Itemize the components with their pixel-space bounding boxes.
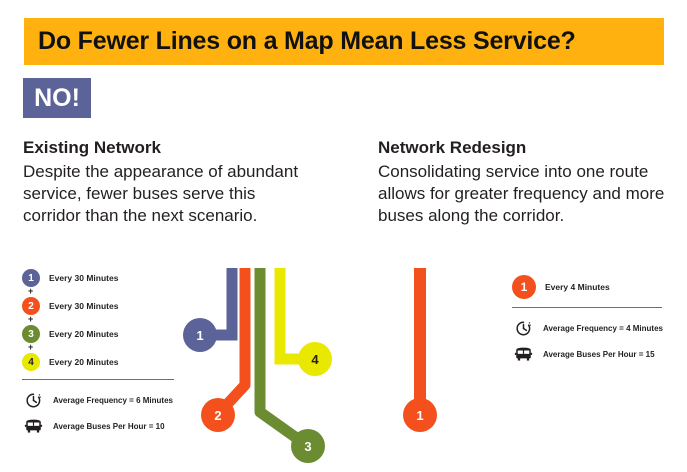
right-column-heading: Network Redesign — [378, 138, 527, 157]
legend-label-frequency-redesign: Average Frequency = 4 Minutes — [543, 323, 663, 333]
route-terminus-label-4: 4 — [311, 352, 319, 367]
header-banner: Do Fewer Lines on a Map Mean Less Servic… — [24, 18, 664, 65]
left-column-body: Despite the appearance of abundant servi… — [23, 162, 299, 225]
legend-summary-buses-redesign: Average Buses Per Hour = 15 — [512, 341, 672, 367]
legend-divider-redesign — [512, 307, 662, 308]
route-terminus-label-1-redesign: 1 — [416, 408, 423, 423]
existing-network-diagram: 4 3 2 1 — [180, 252, 360, 472]
legend-label-route-3: Every 20 Minutes — [49, 329, 119, 339]
route-badge-3: 3 — [22, 325, 40, 343]
plus-separator-3: + — [28, 342, 34, 352]
legend-existing-network: 1 Every 30 Minutes + 2 Every 30 Minutes … — [22, 268, 197, 439]
answer-badge: NO! — [23, 78, 91, 118]
route-line-4: 4 — [274, 268, 332, 376]
legend-summary-frequency: Average Frequency = 6 Minutes — [22, 387, 197, 413]
legend-label-frequency: Average Frequency = 6 Minutes — [53, 395, 173, 405]
page-title: Do Fewer Lines on a Map Mean Less Servic… — [38, 27, 576, 55]
legend-item-route-3: 3 Every 20 Minutes — [22, 324, 197, 344]
clock-icon — [22, 390, 44, 410]
route-terminus-label-2: 2 — [214, 408, 221, 423]
legend-item-route-1-redesign: 1 Every 4 Minutes — [512, 274, 672, 300]
plus-separator-2: + — [28, 314, 34, 324]
legend-divider — [22, 379, 174, 380]
bus-icon — [22, 416, 44, 436]
legend-label-route-2: Every 30 Minutes — [49, 301, 119, 311]
legend-item-route-4: 4 Every 20 Minutes — [22, 352, 197, 372]
legend-summary-buses: Average Buses Per Hour = 10 — [22, 413, 197, 439]
legend-item-route-2: 2 Every 30 Minutes — [22, 296, 197, 316]
route-badge-4: 4 — [22, 353, 40, 371]
legend-label-route-1: Every 30 Minutes — [49, 273, 119, 283]
route-line-1-redesign: 1 — [403, 268, 437, 432]
legend-label-route-4: Every 20 Minutes — [49, 357, 119, 367]
route-terminus-label-3: 3 — [304, 439, 311, 454]
route-line-2: 2 — [201, 268, 251, 432]
right-column-body: Consolidating service into one route all… — [378, 162, 665, 225]
route-line-1: 1 — [183, 268, 238, 352]
route-badge-1-redesign: 1 — [512, 275, 536, 299]
legend-label-route-1-redesign: Every 4 Minutes — [545, 282, 610, 292]
route-terminus-label-1: 1 — [196, 328, 203, 343]
legend-summary-frequency-redesign: Average Frequency = 4 Minutes — [512, 315, 672, 341]
answer-badge-label: NO! — [34, 83, 80, 112]
route-line-3: 3 — [254, 268, 325, 463]
plus-separator-1: + — [28, 286, 34, 296]
legend-label-buses-per-hour-redesign: Average Buses Per Hour = 15 — [543, 349, 655, 359]
bus-icon — [512, 344, 534, 364]
legend-label-buses-per-hour: Average Buses Per Hour = 10 — [53, 421, 165, 431]
network-redesign-diagram: 1 — [390, 252, 460, 457]
legend-item-route-1: 1 Every 30 Minutes — [22, 268, 197, 288]
left-column-heading: Existing Network — [23, 138, 161, 157]
clock-icon — [512, 318, 534, 338]
legend-network-redesign: 1 Every 4 Minutes Average Frequency = 4 … — [512, 274, 672, 367]
route-badge-2: 2 — [22, 297, 40, 315]
route-badge-1: 1 — [22, 269, 40, 287]
